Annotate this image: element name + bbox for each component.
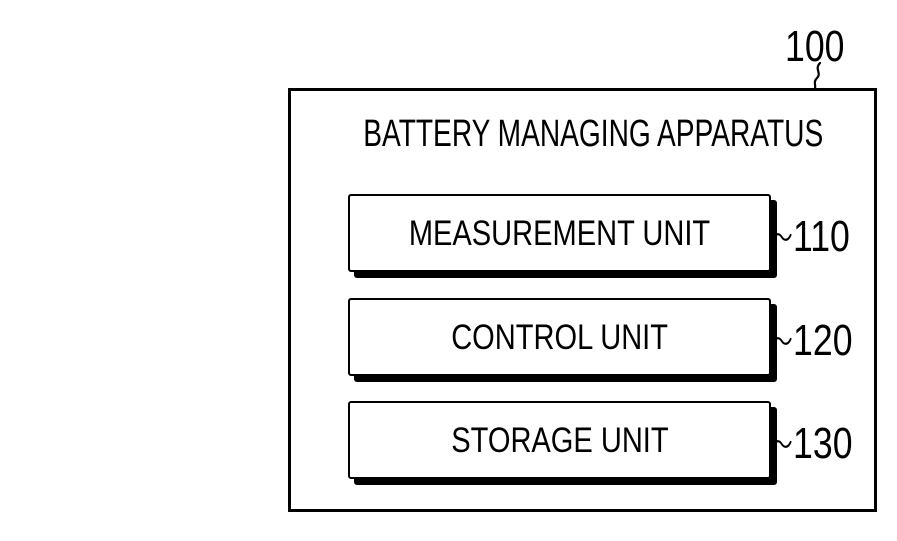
measurement-unit-label: MEASUREMENT UNIT [408, 213, 711, 253]
storage-unit-label: STORAGE UNIT [450, 420, 669, 460]
storage-unit-ref: 130 [772, 401, 853, 479]
battery-managing-apparatus-box: BATTERY MANAGING APPARATUS MEASUREMENT U… [288, 88, 877, 512]
apparatus-leader-squiggle-icon [813, 62, 822, 89]
ref-number: 130 [793, 419, 853, 468]
apparatus-title: BATTERY MANAGING APPARATUS [363, 113, 824, 155]
measurement-unit-box: MEASUREMENT UNIT [348, 194, 771, 272]
ref-connector-squiggle-icon [772, 233, 792, 241]
ref-connector-squiggle-icon [772, 337, 792, 345]
ref-connector-squiggle-icon [772, 440, 792, 448]
control-unit-ref: 120 [772, 298, 853, 376]
ref-number: 110 [793, 212, 850, 261]
ref-number: 120 [793, 316, 853, 365]
control-unit-label: CONTROL UNIT [451, 317, 668, 357]
control-unit-box: CONTROL UNIT [348, 298, 771, 376]
storage-unit-box: STORAGE UNIT [348, 401, 771, 479]
apparatus-ref-number: 100 [785, 22, 845, 71]
measurement-unit-ref: 110 [772, 194, 850, 272]
